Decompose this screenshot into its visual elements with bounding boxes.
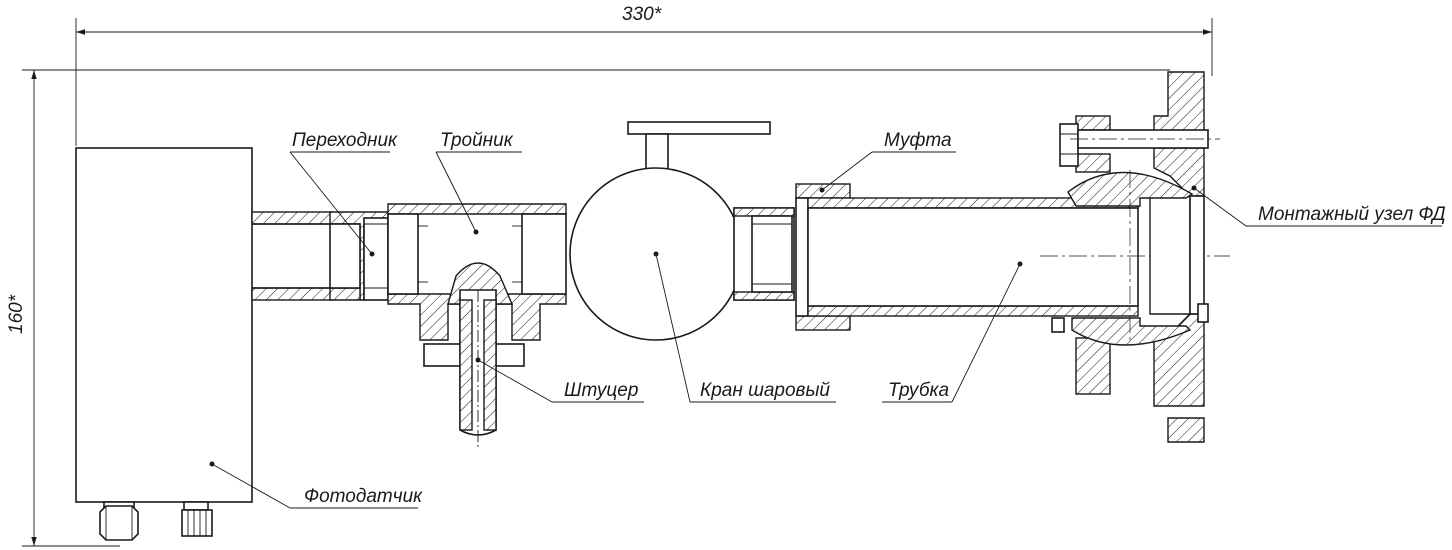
tee-part	[387, 203, 567, 341]
label-mounting-unit-text: Монтажный узел ФД	[1258, 204, 1446, 225]
label-photosensor-text: Фотодатчик	[304, 486, 423, 507]
label-mounting-unit: Монтажный узел ФД	[1191, 185, 1446, 227]
label-adapter: Переходник	[289, 130, 398, 257]
dimension-height: 160*	[6, 69, 1170, 547]
label-coupling: Муфта	[819, 130, 956, 193]
photosensor-body	[75, 147, 253, 541]
label-tee-text: Тройник	[440, 130, 514, 151]
label-ball-valve-text: Кран шаровый	[700, 380, 830, 401]
tube-part	[807, 197, 1230, 317]
label-tube-text: Трубка	[888, 380, 949, 401]
adapter-part	[251, 211, 389, 301]
label-tee: Тройник	[435, 130, 522, 235]
label-fitting-text: Штуцер	[564, 380, 638, 401]
label-fitting: Штуцер	[475, 357, 644, 403]
dimension-height-label: 160*	[6, 294, 27, 334]
dimension-width: 330*	[75, 4, 1213, 146]
dimension-width-label: 330*	[622, 4, 662, 25]
label-coupling-text: Муфта	[884, 130, 952, 151]
ball-valve-part	[569, 121, 795, 341]
label-ball-valve: Кран шаровый	[653, 251, 836, 403]
label-photosensor: Фотодатчик	[209, 461, 423, 509]
label-tube: Трубка	[882, 261, 1023, 403]
mounting-unit-part	[1051, 71, 1220, 443]
label-adapter-text: Переходник	[292, 130, 398, 151]
